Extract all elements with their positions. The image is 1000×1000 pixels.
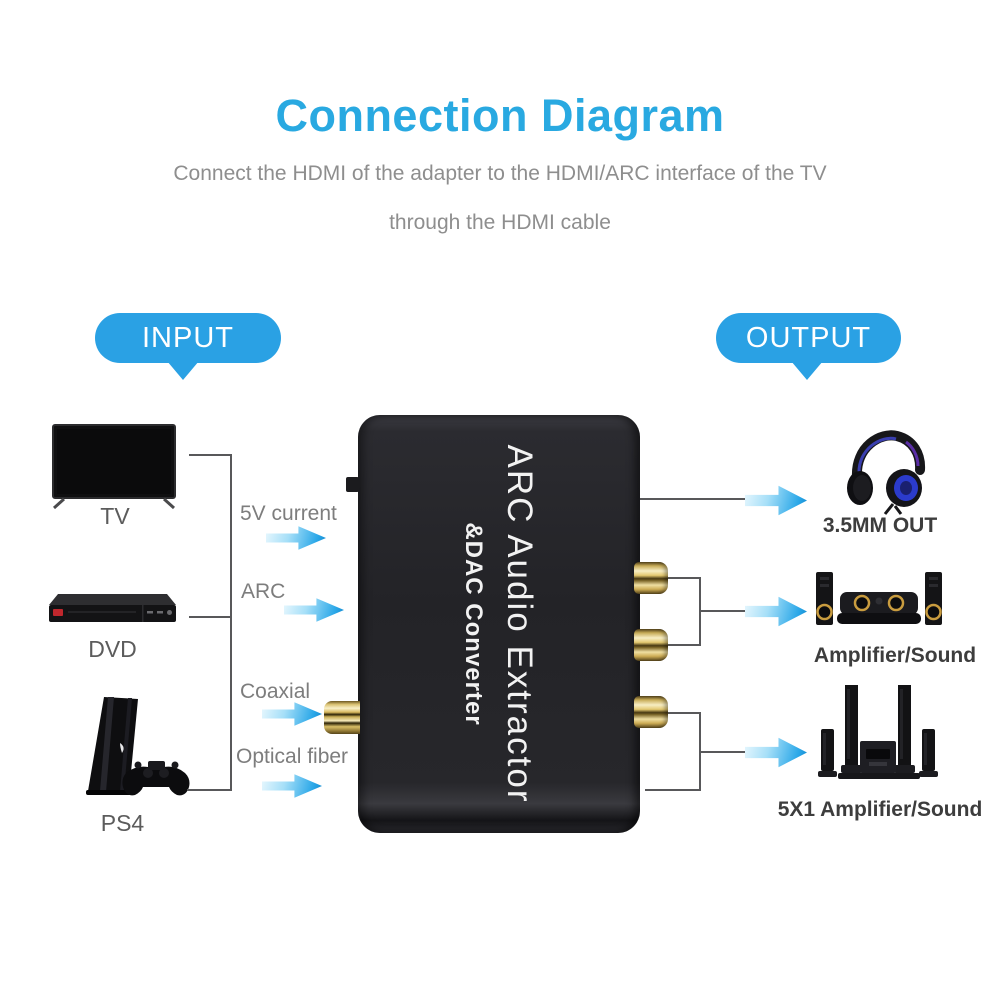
port-label-arc: ARC bbox=[241, 580, 286, 603]
rca-top-stub-line bbox=[668, 577, 701, 579]
arrow-right-icon bbox=[262, 774, 322, 798]
dvd-connector-line bbox=[189, 616, 232, 618]
audio-extractor-device: ARC Audio Extractor &DAC Converter bbox=[358, 415, 640, 833]
port-label-coaxial: Coaxial bbox=[240, 680, 311, 703]
rca-bottom-stub-line bbox=[668, 712, 701, 714]
device-name-line-2: &DAC Converter bbox=[460, 522, 487, 726]
rca-connector-top bbox=[634, 562, 668, 594]
arrow-right-icon bbox=[284, 598, 344, 622]
arrow-right-icon bbox=[745, 737, 807, 768]
subtitle-line-2: through the HDMI cable bbox=[389, 211, 611, 234]
page-title: Connection Diagram bbox=[275, 90, 725, 141]
input-bubble-tail bbox=[167, 361, 199, 380]
input-bracket-line bbox=[230, 454, 232, 791]
theater-out-line bbox=[699, 751, 745, 753]
headphone-out-line bbox=[640, 498, 745, 500]
subtitle-line-1: Connect the HDMI of the adapter to the H… bbox=[173, 162, 827, 185]
output-label-5x1-amplifier: 5X1 Amplifier/Sound bbox=[777, 798, 983, 821]
speaker-system-icon bbox=[816, 572, 942, 625]
arrow-right-icon bbox=[266, 526, 326, 550]
tv-icon bbox=[52, 424, 176, 510]
output-label-amplifier: Amplifier/Sound bbox=[813, 644, 977, 667]
rca-connector-middle bbox=[634, 629, 668, 661]
ps4-connector-line bbox=[187, 789, 232, 791]
power-port-nub bbox=[346, 477, 359, 492]
amplifier-out-line bbox=[699, 610, 745, 612]
dvd-label: DVD bbox=[88, 636, 137, 662]
rca-middle-stub-line bbox=[668, 644, 701, 646]
ps4-console-icon bbox=[86, 697, 190, 796]
output-label-35mm: 3.5MM OUT bbox=[822, 514, 938, 537]
headphones-icon bbox=[847, 430, 926, 515]
home-theater-icon bbox=[818, 685, 938, 779]
output-bubble-tail bbox=[791, 361, 823, 380]
port-label-optical-fiber: Optical fiber bbox=[236, 745, 349, 768]
port-label-5v-current: 5V current bbox=[240, 502, 337, 525]
tv-label: TV bbox=[100, 503, 130, 529]
coaxial-connector bbox=[324, 701, 360, 734]
arrow-right-icon bbox=[745, 596, 807, 627]
device-name: ARC Audio Extractor &DAC Converter bbox=[439, 424, 559, 824]
dvd-player-icon bbox=[49, 594, 176, 622]
output-bubble: OUTPUT bbox=[716, 313, 901, 363]
ps4-label: PS4 bbox=[100, 810, 145, 836]
arrow-right-icon bbox=[745, 485, 807, 516]
input-bubble: INPUT bbox=[95, 313, 281, 363]
device-name-line-1: ARC Audio Extractor bbox=[500, 444, 539, 804]
arrow-right-icon bbox=[262, 702, 322, 726]
tv-connector-line bbox=[189, 454, 232, 456]
rca-connector-bottom bbox=[634, 696, 668, 728]
optical-stub-line bbox=[645, 789, 701, 791]
